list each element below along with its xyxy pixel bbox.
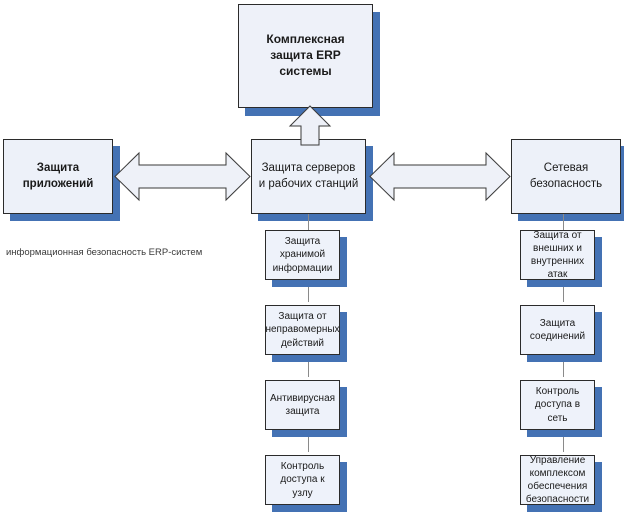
right-child-1-label: Защита соединений [529,317,586,342]
right-child-0[interactable]: Защита от внешних и внутренних атак [520,230,595,280]
center-connector-0 [308,214,309,230]
center-child-0[interactable]: Защита хранимой информации [265,230,340,280]
right-child-0-label: Защита от внешних и внутренних атак [530,229,585,281]
left-double-arrow [114,151,251,202]
right-connector-3 [563,437,564,452]
right-child-2-label: Контроль доступа в сеть [534,386,581,424]
center-connector-3 [308,437,309,452]
left-node[interactable]: Защита приложений [3,139,113,214]
right-child-3[interactable]: Управление комплексом обеспечения безопа… [520,455,595,505]
root-node[interactable]: Комплексная защита ERP системы [238,4,373,108]
right-node-label: Сетевая безопасность [529,162,603,190]
center-connector-1 [308,287,309,302]
right-child-3-label: Управление комплексом обеспечения безопа… [525,454,590,506]
right-child-1[interactable]: Защита соединений [520,305,595,355]
center-child-2[interactable]: Антивирусная защита [265,380,340,430]
diagram-caption: информационная безопасность ERP-систем [6,247,203,258]
center-child-3[interactable]: Контроль доступа к узлу [265,455,340,505]
left-node-label: Защита приложений [22,162,94,190]
center-node-label: Защита серверов и рабочих станций [258,162,359,190]
center-child-1[interactable]: Защита от неправомерных действий [265,305,340,355]
up-arrow-to-root [288,105,332,146]
center-connector-2 [308,362,309,377]
right-connector-0 [563,214,564,230]
center-child-3-label: Контроль доступа к узлу [280,461,325,499]
double-headed-arrow-shape [114,151,251,202]
right-child-2[interactable]: Контроль доступа в сеть [520,380,595,430]
center-child-2-label: Антивирусная защита [269,392,336,417]
double-headed-arrow-shape [369,151,511,202]
right-double-arrow [369,151,511,202]
up-block-arrow-shape [288,105,332,146]
center-node[interactable]: Защита серверов и рабочих станций [251,139,366,214]
root-node-label: Комплексная защита ERP системы [266,32,345,78]
center-child-0-label: Защита хранимой информации [272,236,333,274]
right-node[interactable]: Сетевая безопасность [511,139,621,214]
right-connector-2 [563,362,564,377]
right-connector-1 [563,287,564,302]
center-child-1-label: Защита от неправомерных действий [265,311,340,349]
